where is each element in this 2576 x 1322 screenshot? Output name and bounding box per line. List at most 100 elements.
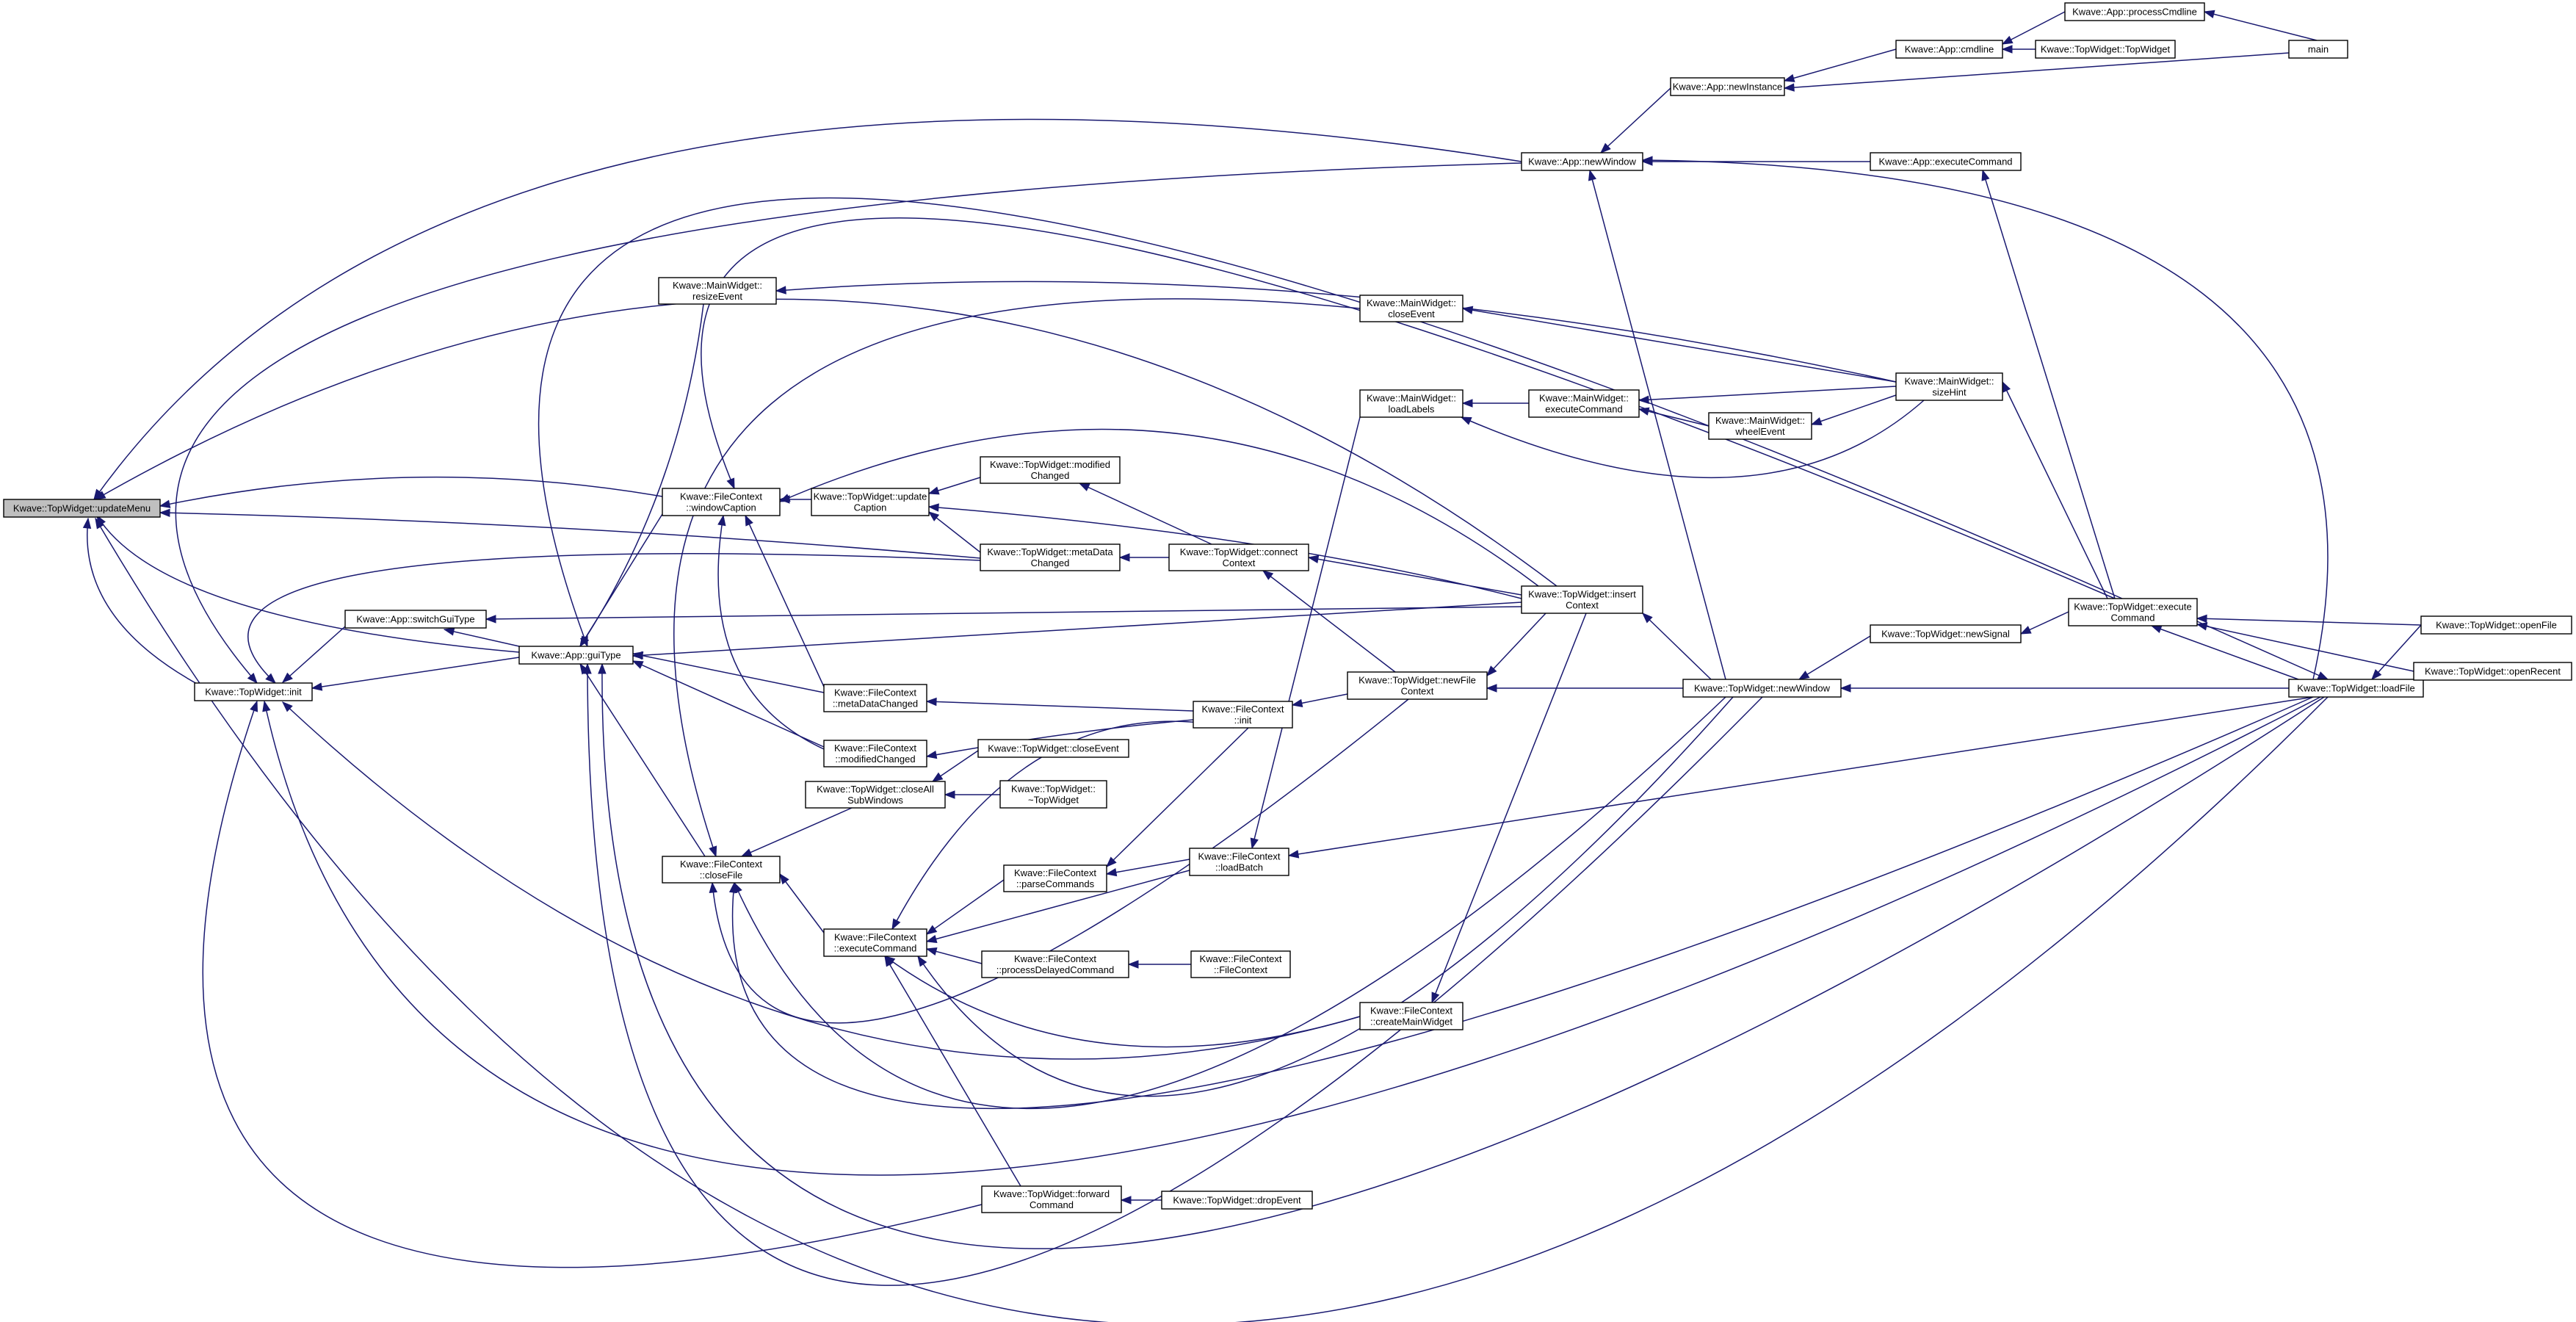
node-label: ::processDelayedCommand <box>996 964 1114 975</box>
node-modifiedChangedFC[interactable]: Kwave::FileContext::modifiedChanged <box>823 740 927 767</box>
edge-line <box>1638 408 1710 427</box>
node-sizeHint[interactable]: Kwave::MainWidget::sizeHint <box>1895 372 2003 401</box>
node-main[interactable]: main <box>2288 40 2348 59</box>
node-loadLabels[interactable]: Kwave::MainWidget::loadLabels <box>1359 389 1464 418</box>
node-appExecuteCommand[interactable]: Kwave::App::executeCommand <box>1870 152 2022 171</box>
edge-parseCommands-to-fcInit <box>1106 727 1249 867</box>
node-updateMenu[interactable]: Kwave::TopWidget::updateMenu <box>3 499 161 518</box>
arrowhead <box>778 494 791 502</box>
node-switchGuiType[interactable]: Kwave::App::switchGuiType <box>344 610 487 629</box>
node-label: Changed <box>1031 470 1070 481</box>
node-label: Kwave::App::guiType <box>531 650 621 661</box>
arrowhead <box>1783 83 1795 92</box>
node-fcInit[interactable]: Kwave::FileContext::init <box>1193 701 1293 729</box>
edge-twExecuteCommand-to-newSignal <box>2019 611 2069 635</box>
node-cmdline[interactable]: Kwave::App::cmdline <box>1895 40 2003 59</box>
node-twConstructor[interactable]: Kwave::TopWidget::TopWidget <box>2035 40 2176 59</box>
edge-line <box>579 303 704 647</box>
node-newInstance[interactable]: Kwave::App::newInstance <box>1670 77 1785 96</box>
node-box <box>1528 389 1640 418</box>
node-mwCloseEvent[interactable]: Kwave::MainWidget::closeEvent <box>1359 295 1464 322</box>
node-wheelEvent[interactable]: Kwave::MainWidget::wheelEvent <box>1708 412 1812 440</box>
node-label: Kwave::App::processCmdline <box>2072 7 2197 18</box>
node-twNewWindow[interactable]: Kwave::TopWidget::newWindow <box>1682 679 1842 698</box>
edge-line <box>2196 618 2422 626</box>
node-openRecent[interactable]: Kwave::TopWidget::openRecent <box>2413 662 2572 681</box>
edge-line <box>741 807 853 857</box>
node-openFile[interactable]: Kwave::TopWidget::openFile <box>2420 615 2572 635</box>
node-label: ~TopWidget <box>1028 795 1079 806</box>
node-modifiedChangedTW[interactable]: Kwave::TopWidget::modifiedChanged <box>980 456 1121 484</box>
node-twDestructor[interactable]: Kwave::TopWidget::~TopWidget <box>999 780 1107 809</box>
node-resizeEvent[interactable]: Kwave::MainWidget::resizeEvent <box>658 277 777 305</box>
edge-sizeHint-to-wheelEvent <box>1810 394 1897 425</box>
node-loadBatch[interactable]: Kwave::FileContext::loadBatch <box>1189 848 1289 876</box>
node-appNewWindow[interactable]: Kwave::App::newWindow <box>1521 152 1643 171</box>
node-label: Caption <box>854 502 887 513</box>
node-twExecuteCommand[interactable]: Kwave::TopWidget::executeCommand <box>2068 598 2198 626</box>
node-metaDataChangedTW[interactable]: Kwave::TopWidget::metaDataChanged <box>980 543 1121 571</box>
edge-line <box>1106 727 1249 867</box>
node-label: Command <box>1030 1199 1074 1210</box>
edge-line <box>928 506 1522 599</box>
edge-twNewWindow-to-insertContext <box>1641 613 1712 680</box>
arrowhead <box>1461 306 1474 314</box>
node-label: Kwave::TopWidget::newSignal <box>1881 629 2010 640</box>
edge-sizeHint-to-resizeEvent <box>775 281 1897 383</box>
arrowhead <box>775 286 786 295</box>
node-newSignal[interactable]: Kwave::TopWidget::newSignal <box>1870 624 2022 643</box>
edge-line <box>1462 308 1897 383</box>
node-box <box>1895 372 2003 401</box>
node-label: SubWindows <box>847 795 903 806</box>
edge-metaDataChangedFC-to-guiType <box>632 651 825 693</box>
edge-line <box>926 870 1190 942</box>
edge-loadFile-to-twNewWindow <box>1839 684 2289 693</box>
node-createMainWidget[interactable]: Kwave::FileContext::createMainWidget <box>1359 1002 1464 1030</box>
arrowhead <box>2002 380 2011 393</box>
node-loadFile[interactable]: Kwave::TopWidget::loadFile <box>2288 679 2424 698</box>
arrowhead <box>1287 850 1300 859</box>
node-label: Kwave::TopWidget::dropEvent <box>1173 1195 1301 1206</box>
arrowhead <box>1127 960 1139 969</box>
node-fcConstructor[interactable]: Kwave::FileContext::FileContext <box>1190 950 1291 978</box>
edge-cmdline-to-newInstance <box>1783 48 1897 82</box>
node-label: Kwave::FileContext <box>1370 1005 1452 1016</box>
edge-twExecuteCommand-to-loadFile <box>2196 621 2329 680</box>
edge-newFileContext-to-connectContext <box>1262 570 1396 673</box>
node-dropEvent[interactable]: Kwave::TopWidget::dropEvent <box>1161 1191 1313 1210</box>
arrowhead <box>485 615 496 624</box>
node-label: Kwave::App::newWindow <box>1528 156 1636 167</box>
node-box <box>977 739 1129 758</box>
arrowhead <box>931 772 944 782</box>
node-label: ::init <box>1234 715 1252 726</box>
node-label: ::createMainWidget <box>1370 1016 1452 1027</box>
node-label: executeCommand <box>1545 404 1623 415</box>
node-processDelayedCommand[interactable]: Kwave::FileContext::processDelayedComman… <box>981 950 1129 978</box>
node-box <box>662 856 781 884</box>
node-box <box>2288 40 2348 59</box>
arrowhead <box>927 486 940 495</box>
node-closeFile[interactable]: Kwave::FileContext::closeFile <box>662 856 781 884</box>
node-label: Context <box>1223 557 1256 568</box>
node-twCloseEvent[interactable]: Kwave::TopWidget::closeEvent <box>977 739 1129 758</box>
node-guiType[interactable]: Kwave::App::guiType <box>518 646 634 665</box>
node-twInit[interactable]: Kwave::TopWidget::init <box>194 682 313 701</box>
edge-line <box>247 553 981 684</box>
node-windowCaption[interactable]: Kwave::FileContext::windowCaption <box>662 488 781 516</box>
edge-fcConstructor-to-processDelayedCommand <box>1127 960 1191 969</box>
node-fcExecuteCommand[interactable]: Kwave::FileContext::executeCommand <box>823 928 927 957</box>
node-metaDataChangedFC[interactable]: Kwave::FileContext::metaDataChanged <box>823 684 927 712</box>
node-processCmdline[interactable]: Kwave::App::processCmdline <box>2064 2 2205 21</box>
node-mwExecuteCommand[interactable]: Kwave::MainWidget::executeCommand <box>1528 389 1640 418</box>
node-label: Kwave::FileContext <box>1014 867 1096 878</box>
node-box <box>2288 679 2424 698</box>
arrowhead <box>1810 417 1823 425</box>
node-parseCommands[interactable]: Kwave::FileContext::parseCommands <box>1003 864 1107 892</box>
